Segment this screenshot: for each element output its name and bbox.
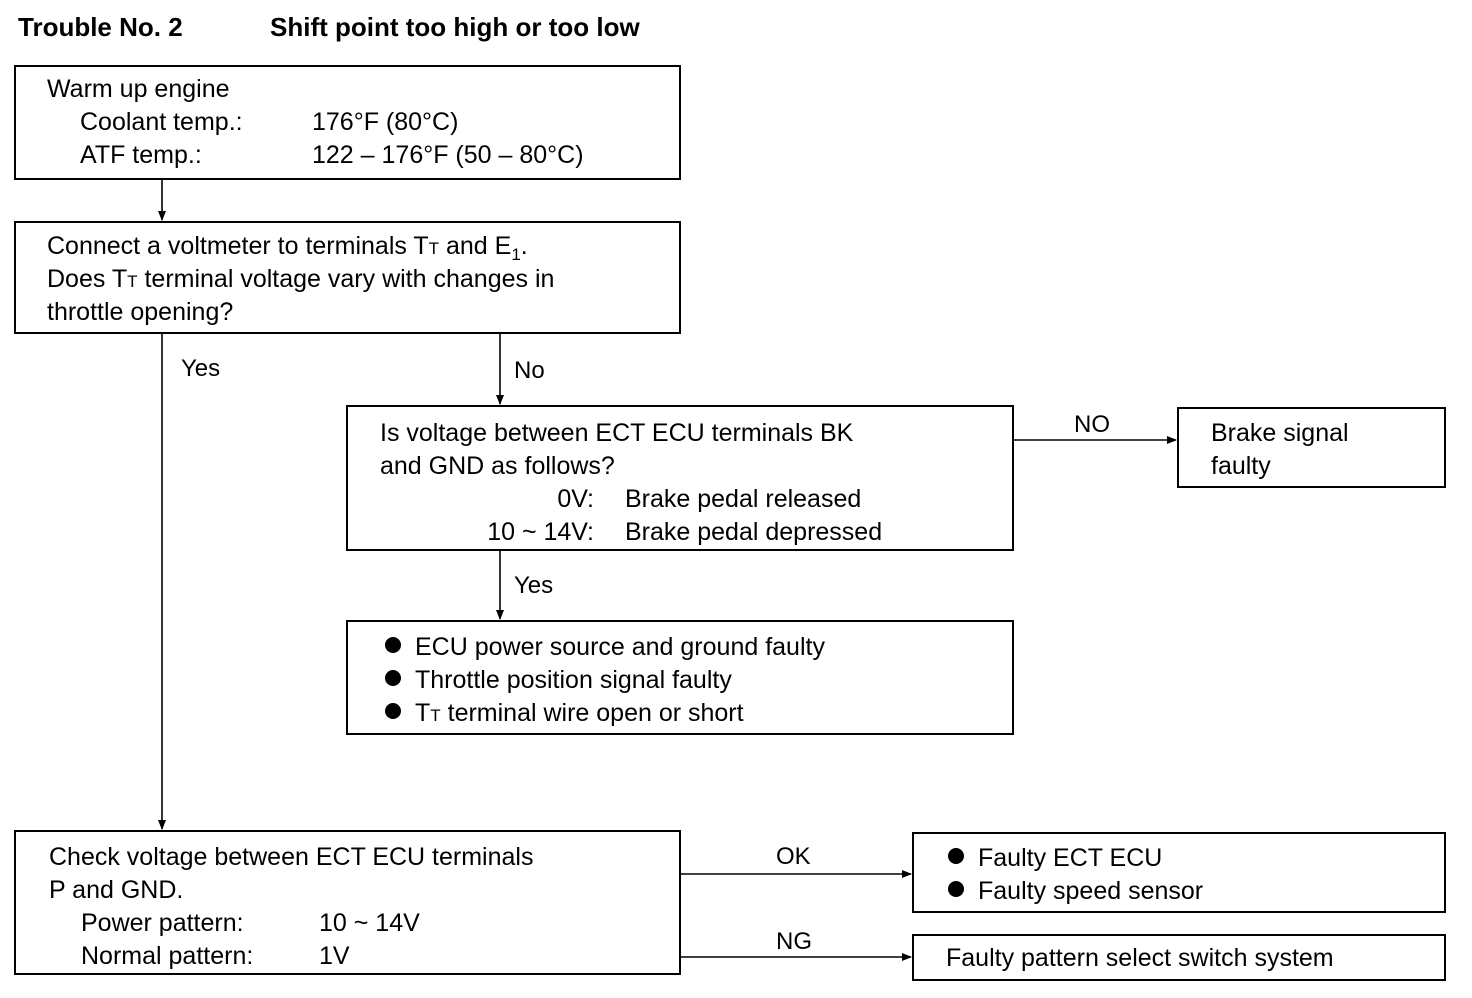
bullet-icon	[385, 637, 401, 653]
bullet-icon	[385, 670, 401, 686]
terminal-t-subscript-3: T	[430, 706, 441, 725]
faulty-ecu-item: Faulty ECT ECU	[978, 844, 1163, 872]
brake-signal-line-2: faulty	[1211, 452, 1271, 480]
voltmeter-line-2-a: Does T	[47, 265, 128, 293]
bullet-icon	[948, 848, 964, 864]
coolant-temp-label: Coolant temp.:	[80, 108, 243, 136]
faulty-sensor-item: Faulty speed sensor	[978, 877, 1204, 905]
list-item: ECU power source and ground faulty	[385, 631, 825, 664]
brake-check-line-1: Is voltage between ECT ECU terminals BK	[380, 419, 854, 447]
no-label-right: NO	[1074, 411, 1110, 438]
bullet-icon	[385, 703, 401, 719]
list-item: Throttle position signal faulty	[385, 664, 732, 697]
warm-up-text: Warm up engine	[47, 75, 230, 103]
released-voltage: 0V:	[557, 485, 594, 513]
terminal-t-subscript: T	[428, 239, 440, 258]
faulty-ecu-sensor-box: Faulty ECT ECU Faulty speed sensor	[912, 832, 1446, 913]
list-item: Faulty speed sensor	[948, 875, 1203, 908]
pattern-check-line-2: P and GND.	[49, 876, 184, 904]
pattern-switch-text: Faulty pattern select switch system	[946, 944, 1334, 972]
brake-signal-faulty-box: Brake signal faulty	[1177, 407, 1446, 488]
voltmeter-line-1-c: .	[520, 232, 528, 260]
voltmeter-line-2-b: terminal voltage vary with changes in	[137, 265, 555, 293]
terminal-e-subscript: 1	[511, 245, 521, 264]
normal-pattern-label: Normal pattern:	[81, 942, 254, 970]
voltmeter-line-1-a: Connect a voltmeter to terminals T	[47, 232, 429, 260]
yes-label-left: Yes	[181, 355, 221, 382]
ecu-fault-item-3-b: terminal wire open or short	[440, 699, 744, 727]
voltmeter-line-3: throttle opening?	[47, 298, 234, 326]
ecu-fault-item-3-a: T	[415, 699, 431, 727]
voltmeter-line-1-b: and E	[439, 232, 512, 260]
no-label-mid: No	[514, 357, 545, 384]
depressed-condition: Brake pedal depressed	[625, 518, 883, 546]
list-item: TT terminal wire open or short	[385, 697, 744, 732]
warm-up-engine-box: Warm up engine Coolant temp.: 176°F (80°…	[14, 65, 681, 180]
atf-temp-label: ATF temp.:	[80, 141, 202, 169]
voltmeter-line-2: Does TT terminal voltage vary with chang…	[47, 263, 554, 298]
voltmeter-line-1: Connect a voltmeter to terminals TT and …	[47, 230, 528, 271]
pattern-check-line-1: Check voltage between ECT ECU terminals	[49, 843, 534, 871]
voltmeter-check-box: Connect a voltmeter to terminals TT and …	[14, 221, 681, 334]
ecu-fault-item-1: ECU power source and ground faulty	[415, 633, 825, 661]
pattern-voltage-check-box: Check voltage between ECT ECU terminals …	[14, 830, 681, 975]
ecu-fault-item-2: Throttle position signal faulty	[415, 666, 732, 694]
released-condition: Brake pedal released	[625, 485, 862, 513]
atf-temp-value: 122 – 176°F (50 – 80°C)	[312, 141, 584, 169]
coolant-temp-value: 176°F (80°C)	[312, 108, 459, 136]
brake-voltage-check-box: Is voltage between ECT ECU terminals BK …	[346, 405, 1014, 551]
ok-label: OK	[776, 843, 811, 870]
pattern-switch-faulty-box: Faulty pattern select switch system	[912, 934, 1446, 981]
depressed-voltage: 10 ~ 14V:	[487, 518, 594, 546]
power-pattern-value: 10 ~ 14V	[319, 909, 420, 937]
normal-pattern-value: 1V	[319, 942, 350, 970]
power-pattern-label: Power pattern:	[81, 909, 244, 937]
brake-check-line-2: and GND as follows?	[380, 452, 615, 480]
yes-label-mid: Yes	[514, 572, 554, 599]
brake-signal-line-1: Brake signal	[1211, 419, 1349, 447]
list-item: Faulty ECT ECU	[948, 842, 1162, 875]
page-title: Shift point too high or too low	[270, 12, 640, 42]
ecu-faults-box: ECU power source and ground faulty Throt…	[346, 620, 1014, 735]
trouble-number: Trouble No. 2	[18, 12, 183, 42]
bullet-icon	[948, 881, 964, 897]
ng-label: NG	[776, 928, 812, 955]
terminal-t-subscript-2: T	[127, 272, 138, 291]
